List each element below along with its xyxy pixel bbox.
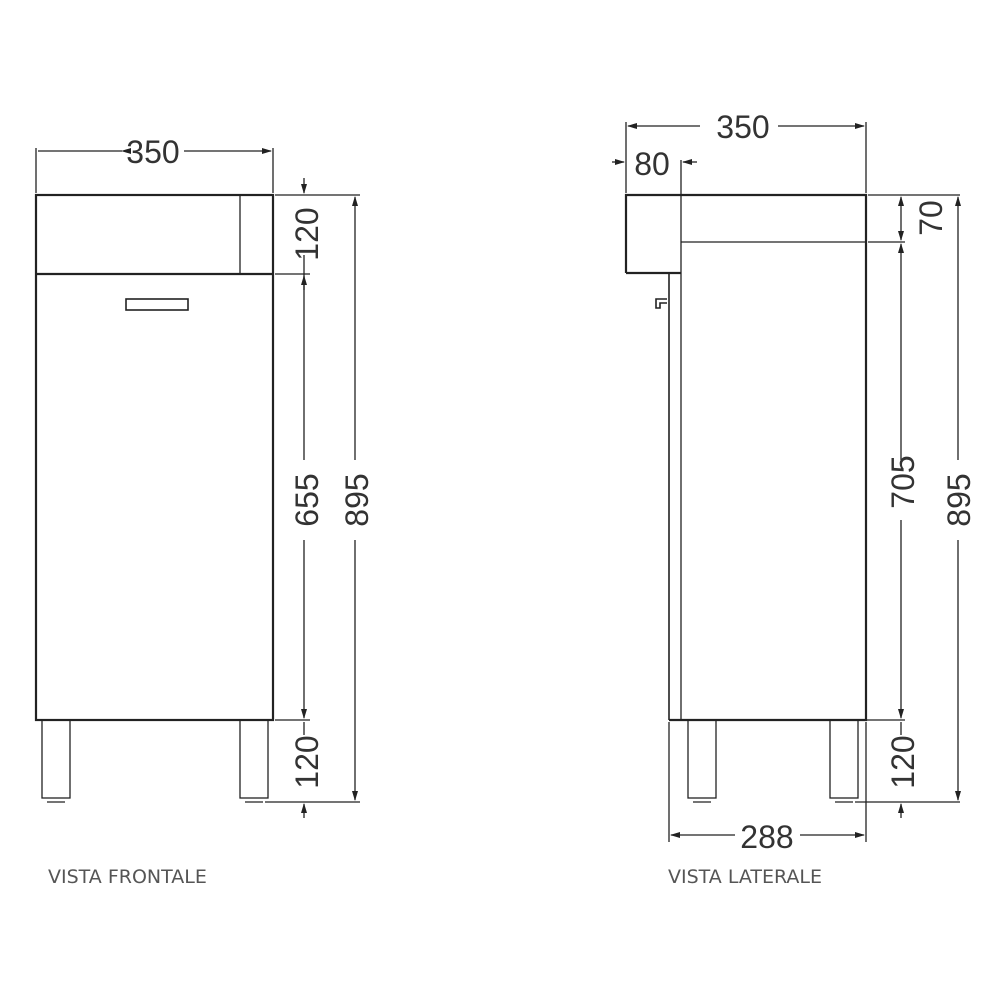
side-top-height-dim: 70 (913, 200, 949, 236)
front-leg-height-dim: 120 (289, 735, 325, 788)
front-view-label: VISTA FRONTALE (48, 866, 207, 888)
front-total-height-dim: 895 (339, 473, 375, 526)
side-body-height-dim: 705 (885, 455, 921, 508)
front-cabinet (34, 193, 275, 803)
side-total-height-dim: 895 (941, 473, 977, 526)
front-door-height-dim: 655 (289, 473, 325, 526)
side-cabinet (624, 160, 868, 803)
side-overhang-dim: 80 (634, 146, 670, 182)
front-top-height-dim: 120 (289, 207, 325, 260)
side-leg-height-dim: 120 (885, 735, 921, 788)
side-width-dim: 350 (716, 109, 769, 145)
side-view-label: VISTA LATERALE (668, 866, 823, 888)
front-width-dim: 350 (126, 134, 179, 170)
side-depth-dim: 288 (740, 819, 793, 855)
